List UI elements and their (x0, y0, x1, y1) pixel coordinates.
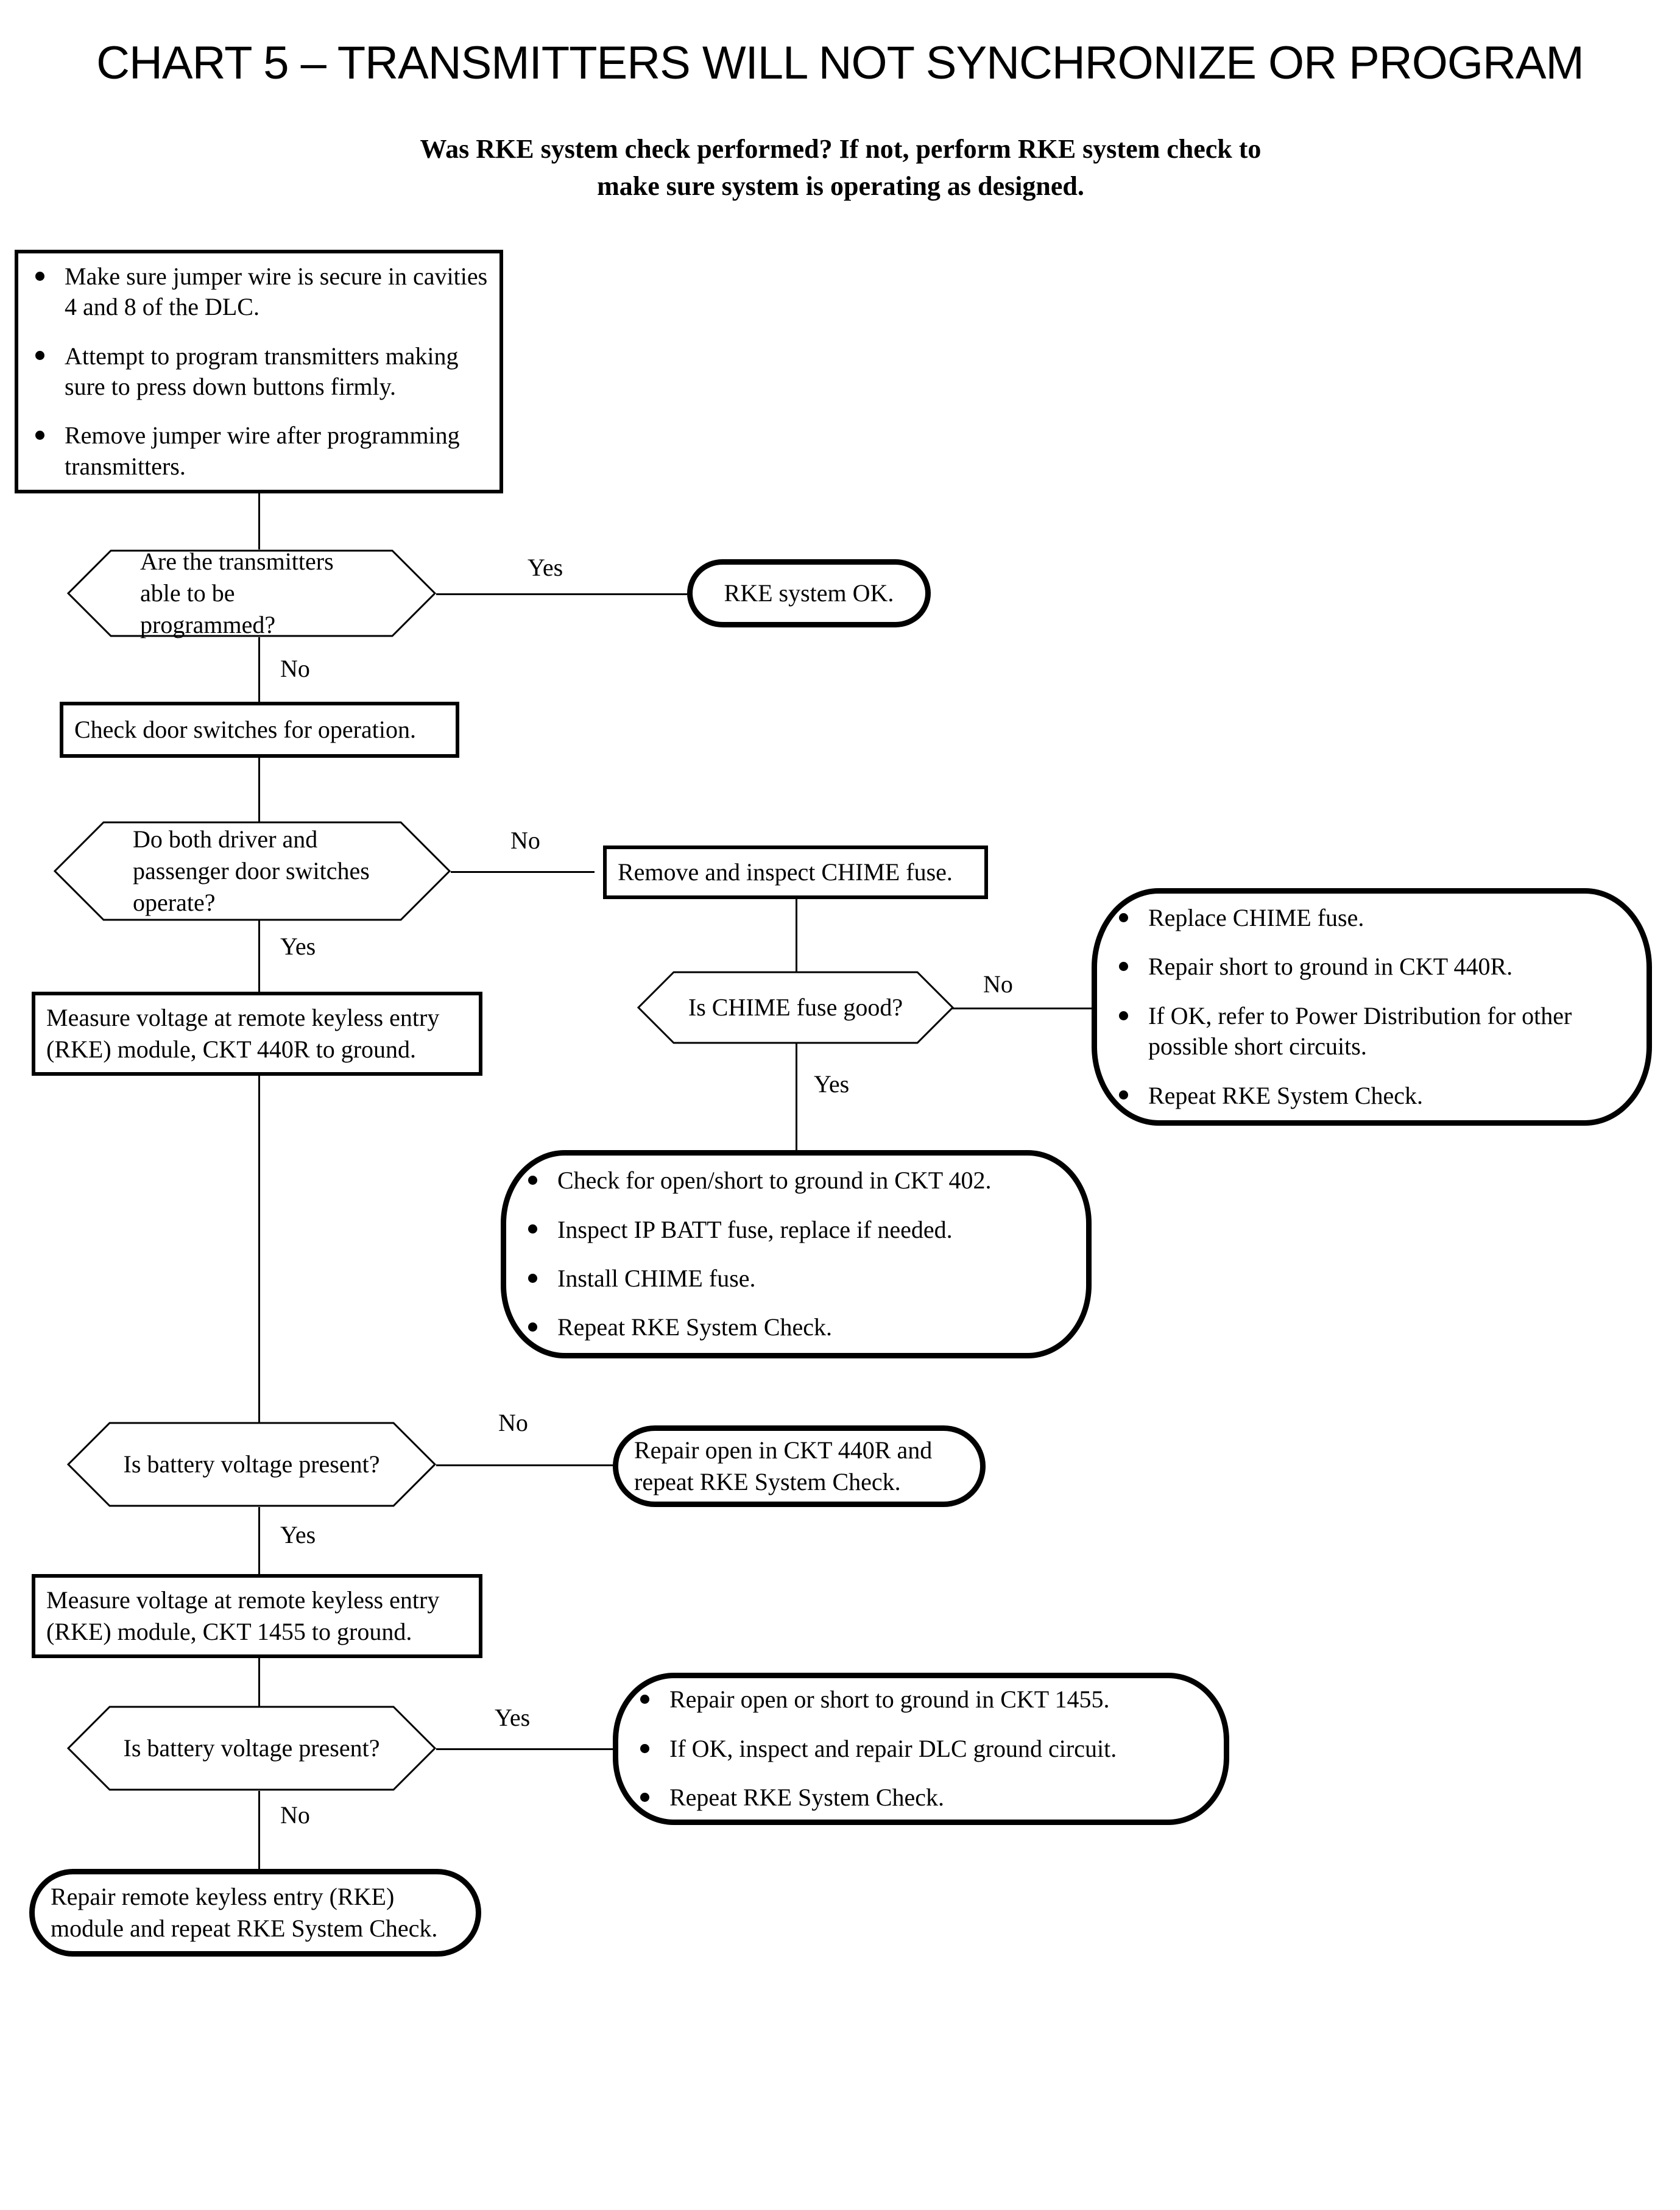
edge-label-yes-transmitters: Yes (528, 554, 563, 581)
bullet-dot-icon (528, 1176, 537, 1185)
edge-label-no-chime-fuse: No (983, 970, 1013, 998)
measure-1455-text: Measure voltage at remote keyless entry … (46, 1586, 440, 1645)
bullet-dot-icon (640, 1695, 649, 1704)
replace-chime-fuse-text: Replace CHIME fuse. Repair short to grou… (1097, 903, 1646, 1111)
node-measure-voltage-1455[interactable]: Measure voltage at remote keyless entry … (32, 1574, 482, 1658)
node-decision-chime-fuse-good[interactable]: Is CHIME fuse good? (637, 971, 954, 1044)
connector-p4-to-d5 (258, 1658, 260, 1737)
connector-d3-yes (796, 1028, 797, 1150)
repair-ckt1455-list: Repair open or short to ground in CKT 14… (634, 1684, 1208, 1813)
list-item: Remove jumper wire after programming tra… (29, 420, 489, 482)
node-repair-rke-module[interactable]: Repair remote keyless entry (RKE) module… (29, 1869, 481, 1957)
rke-ok-text: RKE system OK. (724, 579, 894, 607)
node-measure-voltage-440r[interactable]: Measure voltage at remote keyless entry … (32, 992, 482, 1076)
list-item: Install CHIME fuse. (522, 1263, 1070, 1294)
node-repair-ckt1455-actions[interactable]: Repair open or short to ground in CKT 14… (613, 1673, 1229, 1825)
edge-label-yes-battery-2: Yes (495, 1704, 531, 1731)
edge-label-yes-door-switches: Yes (280, 933, 316, 960)
connector-start-to-d1 (258, 492, 260, 549)
repair-ckt1455-text: Repair open or short to ground in CKT 14… (618, 1684, 1224, 1813)
bullet-dot-icon (1119, 913, 1128, 922)
list-item: Repeat RKE System Check. (522, 1312, 1070, 1343)
connector-d5-no (258, 1791, 260, 1869)
measure-440r-text: Measure voltage at remote keyless entry … (46, 1004, 440, 1063)
connector-d4-no (436, 1464, 613, 1466)
hexagon-shape (67, 549, 436, 637)
node-start-instructions[interactable]: Make sure jumper wire is secure in cavit… (15, 250, 503, 493)
node-replace-chime-fuse-actions[interactable]: Replace CHIME fuse. Repair short to grou… (1092, 888, 1652, 1126)
node-repair-open-440r[interactable]: Repair open in CKT 440R and repeat RKE S… (613, 1425, 986, 1507)
bullet-dot-icon (35, 351, 44, 361)
node-rke-system-ok[interactable]: RKE system OK. (687, 559, 931, 627)
bullet-dot-icon (1119, 1011, 1128, 1020)
connector-d5-yes (436, 1748, 613, 1750)
remove-chime-fuse-text: Remove and inspect CHIME fuse. (618, 858, 953, 886)
page-title: CHART 5 – TRANSMITTERS WILL NOT SYNCHRON… (96, 37, 1584, 89)
bullet-dot-icon (640, 1743, 649, 1753)
bullet-dot-icon (528, 1224, 537, 1234)
connector-p3-to-d4 (258, 1076, 260, 1452)
list-item: If OK, refer to Power Distribution for o… (1113, 1001, 1631, 1062)
start-instructions-list: Make sure jumper wire is secure in cavit… (29, 261, 489, 482)
start-instructions-text: Make sure jumper wire is secure in cavit… (18, 261, 499, 482)
list-item: Attempt to program transmitters making s… (29, 341, 489, 403)
node-decision-battery-voltage-2[interactable]: Is battery voltage present? (67, 1706, 436, 1791)
node-decision-transmitters-programmed[interactable]: Are the transmitters able to be programm… (67, 548, 436, 638)
repair-open-440r-text: Repair open in CKT 440R and repeat RKE S… (634, 1436, 933, 1495)
node-check-door-switches[interactable]: Check door switches for operation. (60, 702, 459, 758)
node-remove-inspect-chime-fuse[interactable]: Remove and inspect CHIME fuse. (603, 846, 988, 899)
bullet-dot-icon (640, 1792, 649, 1802)
list-item: Inspect IP BATT fuse, replace if needed. (522, 1215, 1070, 1245)
chart-subtitle: Was RKE system check performed? If not, … (420, 134, 1262, 201)
hexagon-shape (637, 971, 954, 1044)
edge-label-no-door-switches: No (510, 827, 540, 854)
connector-d1-yes (436, 593, 687, 595)
node-decision-door-switches-operate[interactable]: Do both driver and passenger door switch… (54, 821, 451, 921)
node-decision-battery-voltage-1[interactable]: Is battery voltage present? (67, 1422, 436, 1507)
connector-p1-to-d2 (258, 758, 260, 831)
list-item: Repair open or short to ground in CKT 14… (634, 1684, 1208, 1715)
bullet-dot-icon (528, 1273, 537, 1283)
list-item: Repeat RKE System Check. (634, 1782, 1208, 1813)
check-ckt402-list: Check for open/short to ground in CKT 40… (522, 1165, 1070, 1343)
check-ckt402-text: Check for open/short to ground in CKT 40… (506, 1165, 1086, 1343)
edge-label-yes-chime-fuse: Yes (814, 1070, 850, 1098)
hexagon-shape (54, 821, 451, 921)
connector-p2-to-d3 (796, 899, 797, 987)
decision-label: Is battery voltage present? (123, 1734, 380, 1762)
replace-chime-fuse-list: Replace CHIME fuse. Repair short to grou… (1113, 903, 1631, 1111)
edge-label-no-battery-2: No (280, 1801, 310, 1829)
connector-d1-no (258, 637, 260, 702)
node-check-ckt402-actions[interactable]: Check for open/short to ground in CKT 40… (501, 1150, 1092, 1358)
bullet-dot-icon (35, 431, 44, 440)
list-item: If OK, inspect and repair DLC ground cir… (634, 1734, 1208, 1764)
hexagon-shape (67, 1706, 436, 1791)
decision-label: Are the transmitters able to be programm… (140, 548, 334, 638)
list-item: Make sure jumper wire is secure in cavit… (29, 261, 489, 323)
bullet-dot-icon (1119, 962, 1128, 972)
bullet-dot-icon (528, 1322, 537, 1332)
check-door-switches-text: Check door switches for operation. (74, 716, 416, 743)
list-item: Repair short to ground in CKT 440R. (1113, 951, 1631, 982)
decision-label: Is battery voltage present? (123, 1450, 380, 1478)
list-item: Check for open/short to ground in CKT 40… (522, 1165, 1070, 1196)
connector-d2-no (451, 871, 595, 873)
hexagon-shape (67, 1422, 436, 1507)
decision-label: Do both driver and passenger door switch… (133, 825, 370, 916)
bullet-dot-icon (1119, 1090, 1128, 1100)
edge-label-no-battery-1: No (498, 1409, 528, 1436)
connector-d3-no (950, 1008, 1103, 1009)
list-item: Replace CHIME fuse. (1113, 903, 1631, 933)
decision-label: Is CHIME fuse good? (688, 994, 903, 1021)
bullet-dot-icon (35, 271, 44, 281)
connector-d2-yes (258, 919, 260, 992)
edge-label-yes-battery-1: Yes (280, 1521, 316, 1548)
connector-d4-yes (258, 1507, 260, 1574)
list-item: Repeat RKE System Check. (1113, 1081, 1631, 1111)
repair-rke-module-text: Repair remote keyless entry (RKE) module… (51, 1883, 438, 1942)
edge-label-no-transmitters: No (280, 655, 310, 682)
